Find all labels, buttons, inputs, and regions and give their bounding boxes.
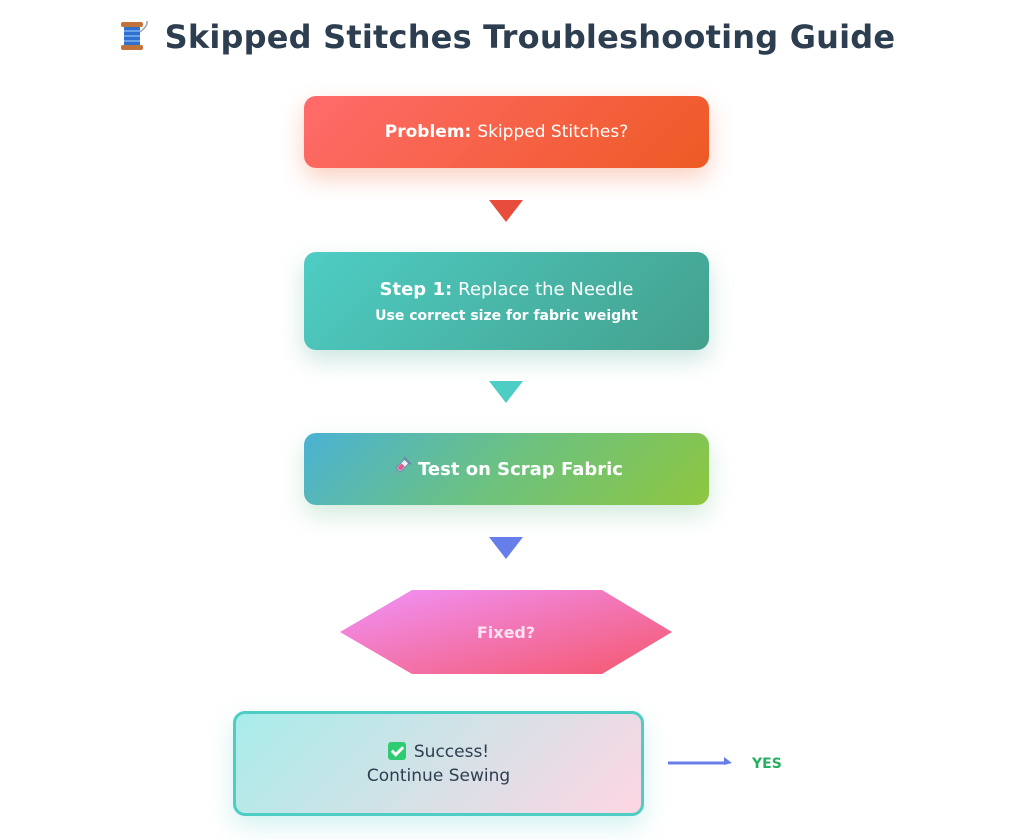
decision-node: Fixed? xyxy=(340,590,672,674)
success-line2: Continue Sewing xyxy=(366,765,511,786)
step1-subtext: Use correct size for fabric weight xyxy=(375,307,638,324)
step1-text: Replace the Needle xyxy=(458,278,634,300)
step1-node: Step 1: Replace the Needle Use correct s… xyxy=(304,252,709,350)
arrow-down-icon xyxy=(489,537,523,559)
page-title: Skipped Stitches Troubleshooting Guide xyxy=(0,18,1012,60)
decision-text: Fixed? xyxy=(476,622,536,642)
page-title-text: Skipped Stitches Troubleshooting Guide xyxy=(164,18,896,56)
step1-label: Step 1: xyxy=(379,278,453,300)
success-node: Success! Continue Sewing xyxy=(233,711,644,816)
yes-arrow-icon xyxy=(668,757,732,765)
problem-label: Problem: xyxy=(384,122,472,142)
check-mark-icon xyxy=(387,741,406,760)
success-line1: Success! xyxy=(413,741,490,762)
problem-text: Skipped Stitches? xyxy=(477,122,629,142)
test-text: Test on Scrap Fabric xyxy=(418,458,623,480)
thread-spool-icon xyxy=(117,20,151,60)
arrow-down-icon xyxy=(489,381,523,403)
arrow-down-icon xyxy=(489,200,523,222)
test-node: Test on Scrap Fabric xyxy=(304,433,709,505)
yes-label: YES xyxy=(752,756,782,772)
problem-node: Problem: Skipped Stitches? xyxy=(304,96,709,168)
syringe-icon xyxy=(390,455,412,483)
